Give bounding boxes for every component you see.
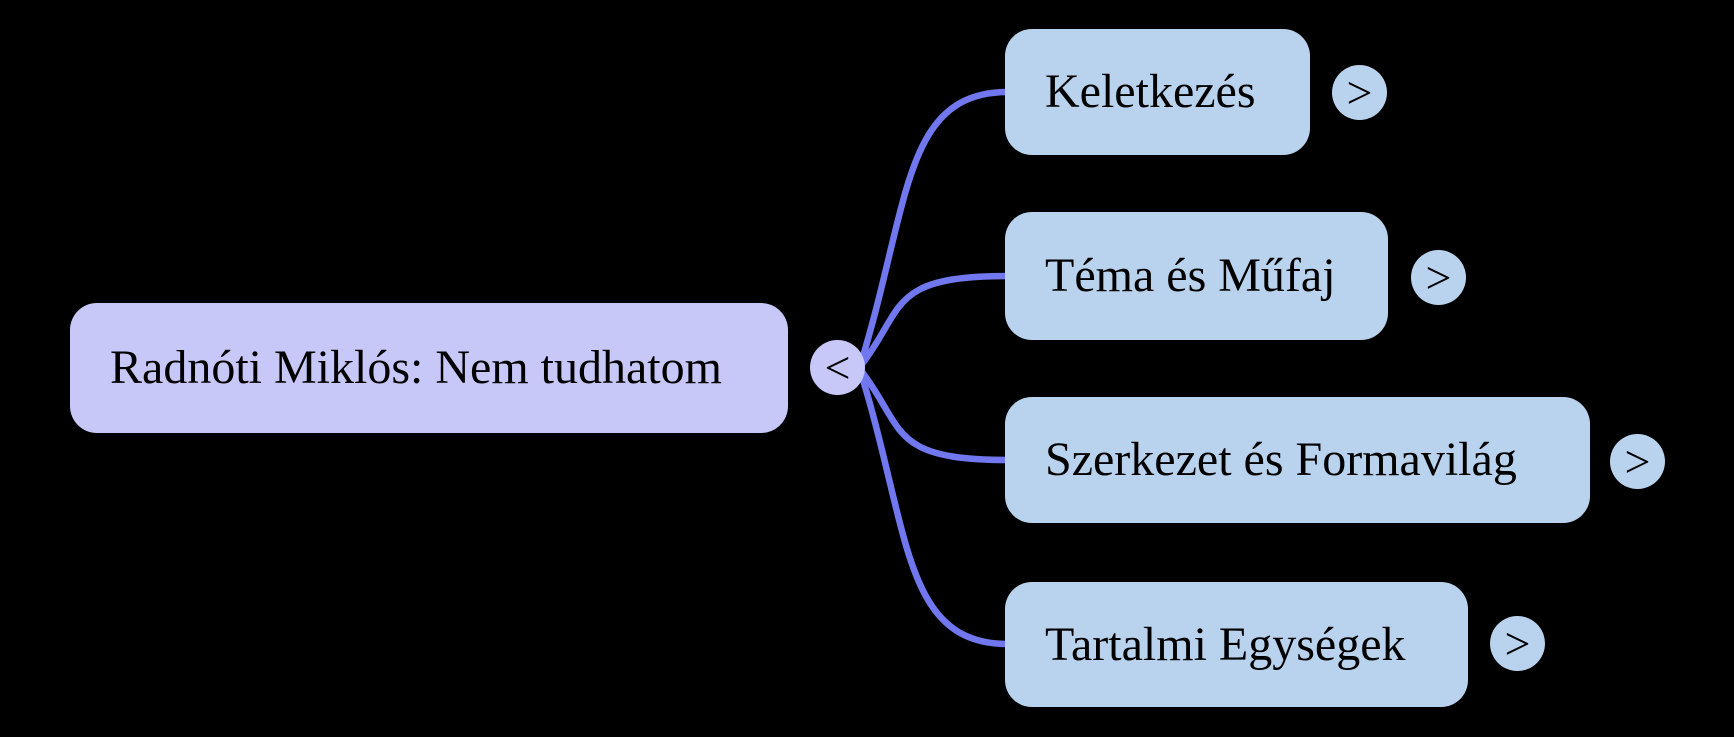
expand-icon: > xyxy=(1346,66,1373,118)
collapse-icon: < xyxy=(824,341,851,393)
expand-icon: > xyxy=(1504,617,1531,669)
expand-icon: > xyxy=(1624,435,1651,487)
expand-button-keletkezes[interactable]: > xyxy=(1332,65,1387,120)
edge-root-to-child-2 xyxy=(858,368,1012,464)
child-node-tema-es-mufaj[interactable]: Téma és Műfaj xyxy=(1005,212,1388,340)
child-node-szerkezet-es-formavilag[interactable]: Szerkezet és Formavilág xyxy=(1005,397,1590,523)
expand-button-tema-es-mufaj[interactable]: > xyxy=(1411,250,1466,305)
child-node-label: Tartalmi Egységek xyxy=(1045,617,1406,671)
edge-root-to-child-3 xyxy=(856,366,1012,648)
child-node-label: Téma és Műfaj xyxy=(1045,249,1336,302)
child-node-keletkezes[interactable]: Keletkezés xyxy=(1005,29,1310,155)
child-node-tartalmi-egysegek[interactable]: Tartalmi Egységek xyxy=(1005,582,1468,707)
child-node-label: Szerkezet és Formavilág xyxy=(1045,433,1517,486)
root-collapse-button[interactable]: < xyxy=(810,340,865,395)
expand-button-szerkezet-es-formavilag[interactable]: > xyxy=(1610,434,1665,489)
edge-root-to-child-0 xyxy=(856,88,1012,370)
expand-icon: > xyxy=(1425,251,1452,303)
edge-root-to-child-1 xyxy=(858,272,1012,368)
child-node-label: Keletkezés xyxy=(1045,65,1256,118)
root-node[interactable]: Radnóti Miklós: Nem tudhatom xyxy=(70,303,788,433)
expand-button-tartalmi-egysegek[interactable]: > xyxy=(1490,616,1545,671)
root-node-label: Radnóti Miklós: Nem tudhatom xyxy=(110,341,722,394)
